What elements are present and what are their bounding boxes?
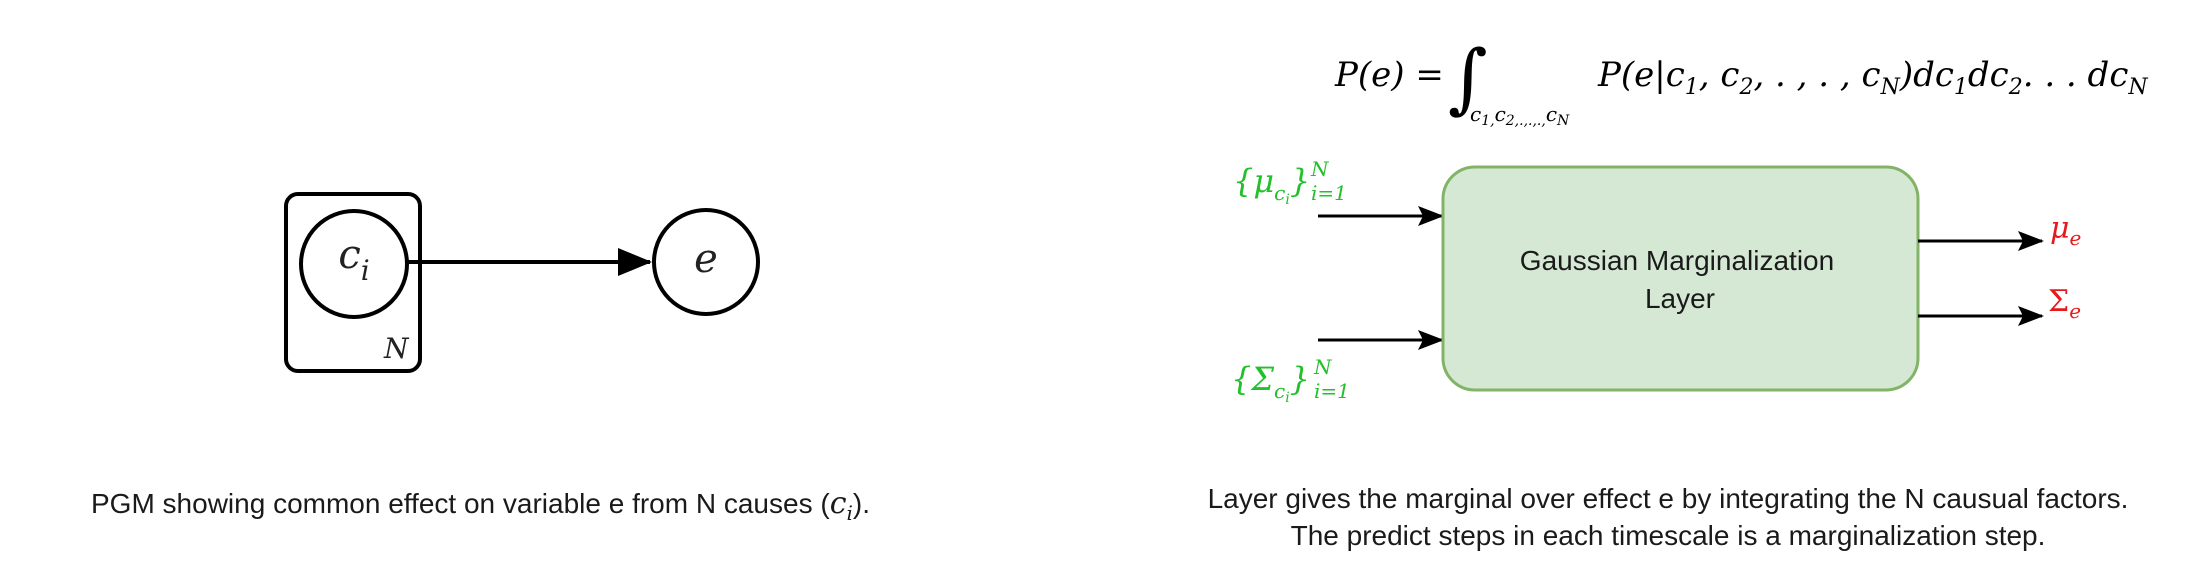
output-sigma-label: Σe [2048, 284, 2081, 323]
input-sigma-sup: N [1313, 355, 1333, 379]
output-mu-label: μe [2050, 211, 2081, 250]
svg-text:P(e|c1, c2, . , . , cN)dc1dc2.: P(e|c1, c2, . , . , cN)dc1dc2. . . dcN [1597, 55, 2148, 100]
layer-label-line2: Layer [1645, 283, 1715, 314]
input-sigma-label: {Σci} [1231, 360, 1310, 406]
svg-text:c1,c2,.,.,.,cN: c1,c2,.,.,.,cN [1470, 102, 1570, 129]
cause-node-label: ci [338, 232, 369, 287]
svg-text:P(e) =: P(e) = [1334, 55, 1444, 95]
marginal-equation: P(e) = ∫ c1,c2,.,.,.,cN P(e|c1, c2, . , … [1334, 33, 2148, 129]
plate-box [284, 192, 422, 373]
pgm-caption: PGM showing common effect on variable e … [91, 486, 870, 525]
pgm-diagram: N ci e PGM showing common effect on vari… [91, 192, 870, 525]
layer-caption-line2: The predict steps in each timescale is a… [1291, 520, 2046, 551]
plate-label: N [383, 332, 410, 365]
marginalization-diagram: P(e) = ∫ c1,c2,.,.,.,cN P(e|c1, c2, . , … [1208, 33, 2149, 551]
input-mu-sup: N [1310, 157, 1330, 181]
integral-sign: ∫ [1448, 33, 1488, 122]
input-mu-label: {μci} [1233, 162, 1310, 208]
layer-label-line1: Gaussian Marginalization [1520, 245, 1834, 276]
gaussian-marginalization-layer-box [1441, 165, 1920, 392]
input-sigma-range: i=1 [1314, 379, 1350, 403]
effect-node [652, 208, 760, 316]
layer-caption-line1: Layer gives the marginal over effect e b… [1208, 483, 2129, 514]
effect-node-label: e [694, 236, 718, 282]
input-mu-range: i=1 [1311, 181, 1347, 205]
